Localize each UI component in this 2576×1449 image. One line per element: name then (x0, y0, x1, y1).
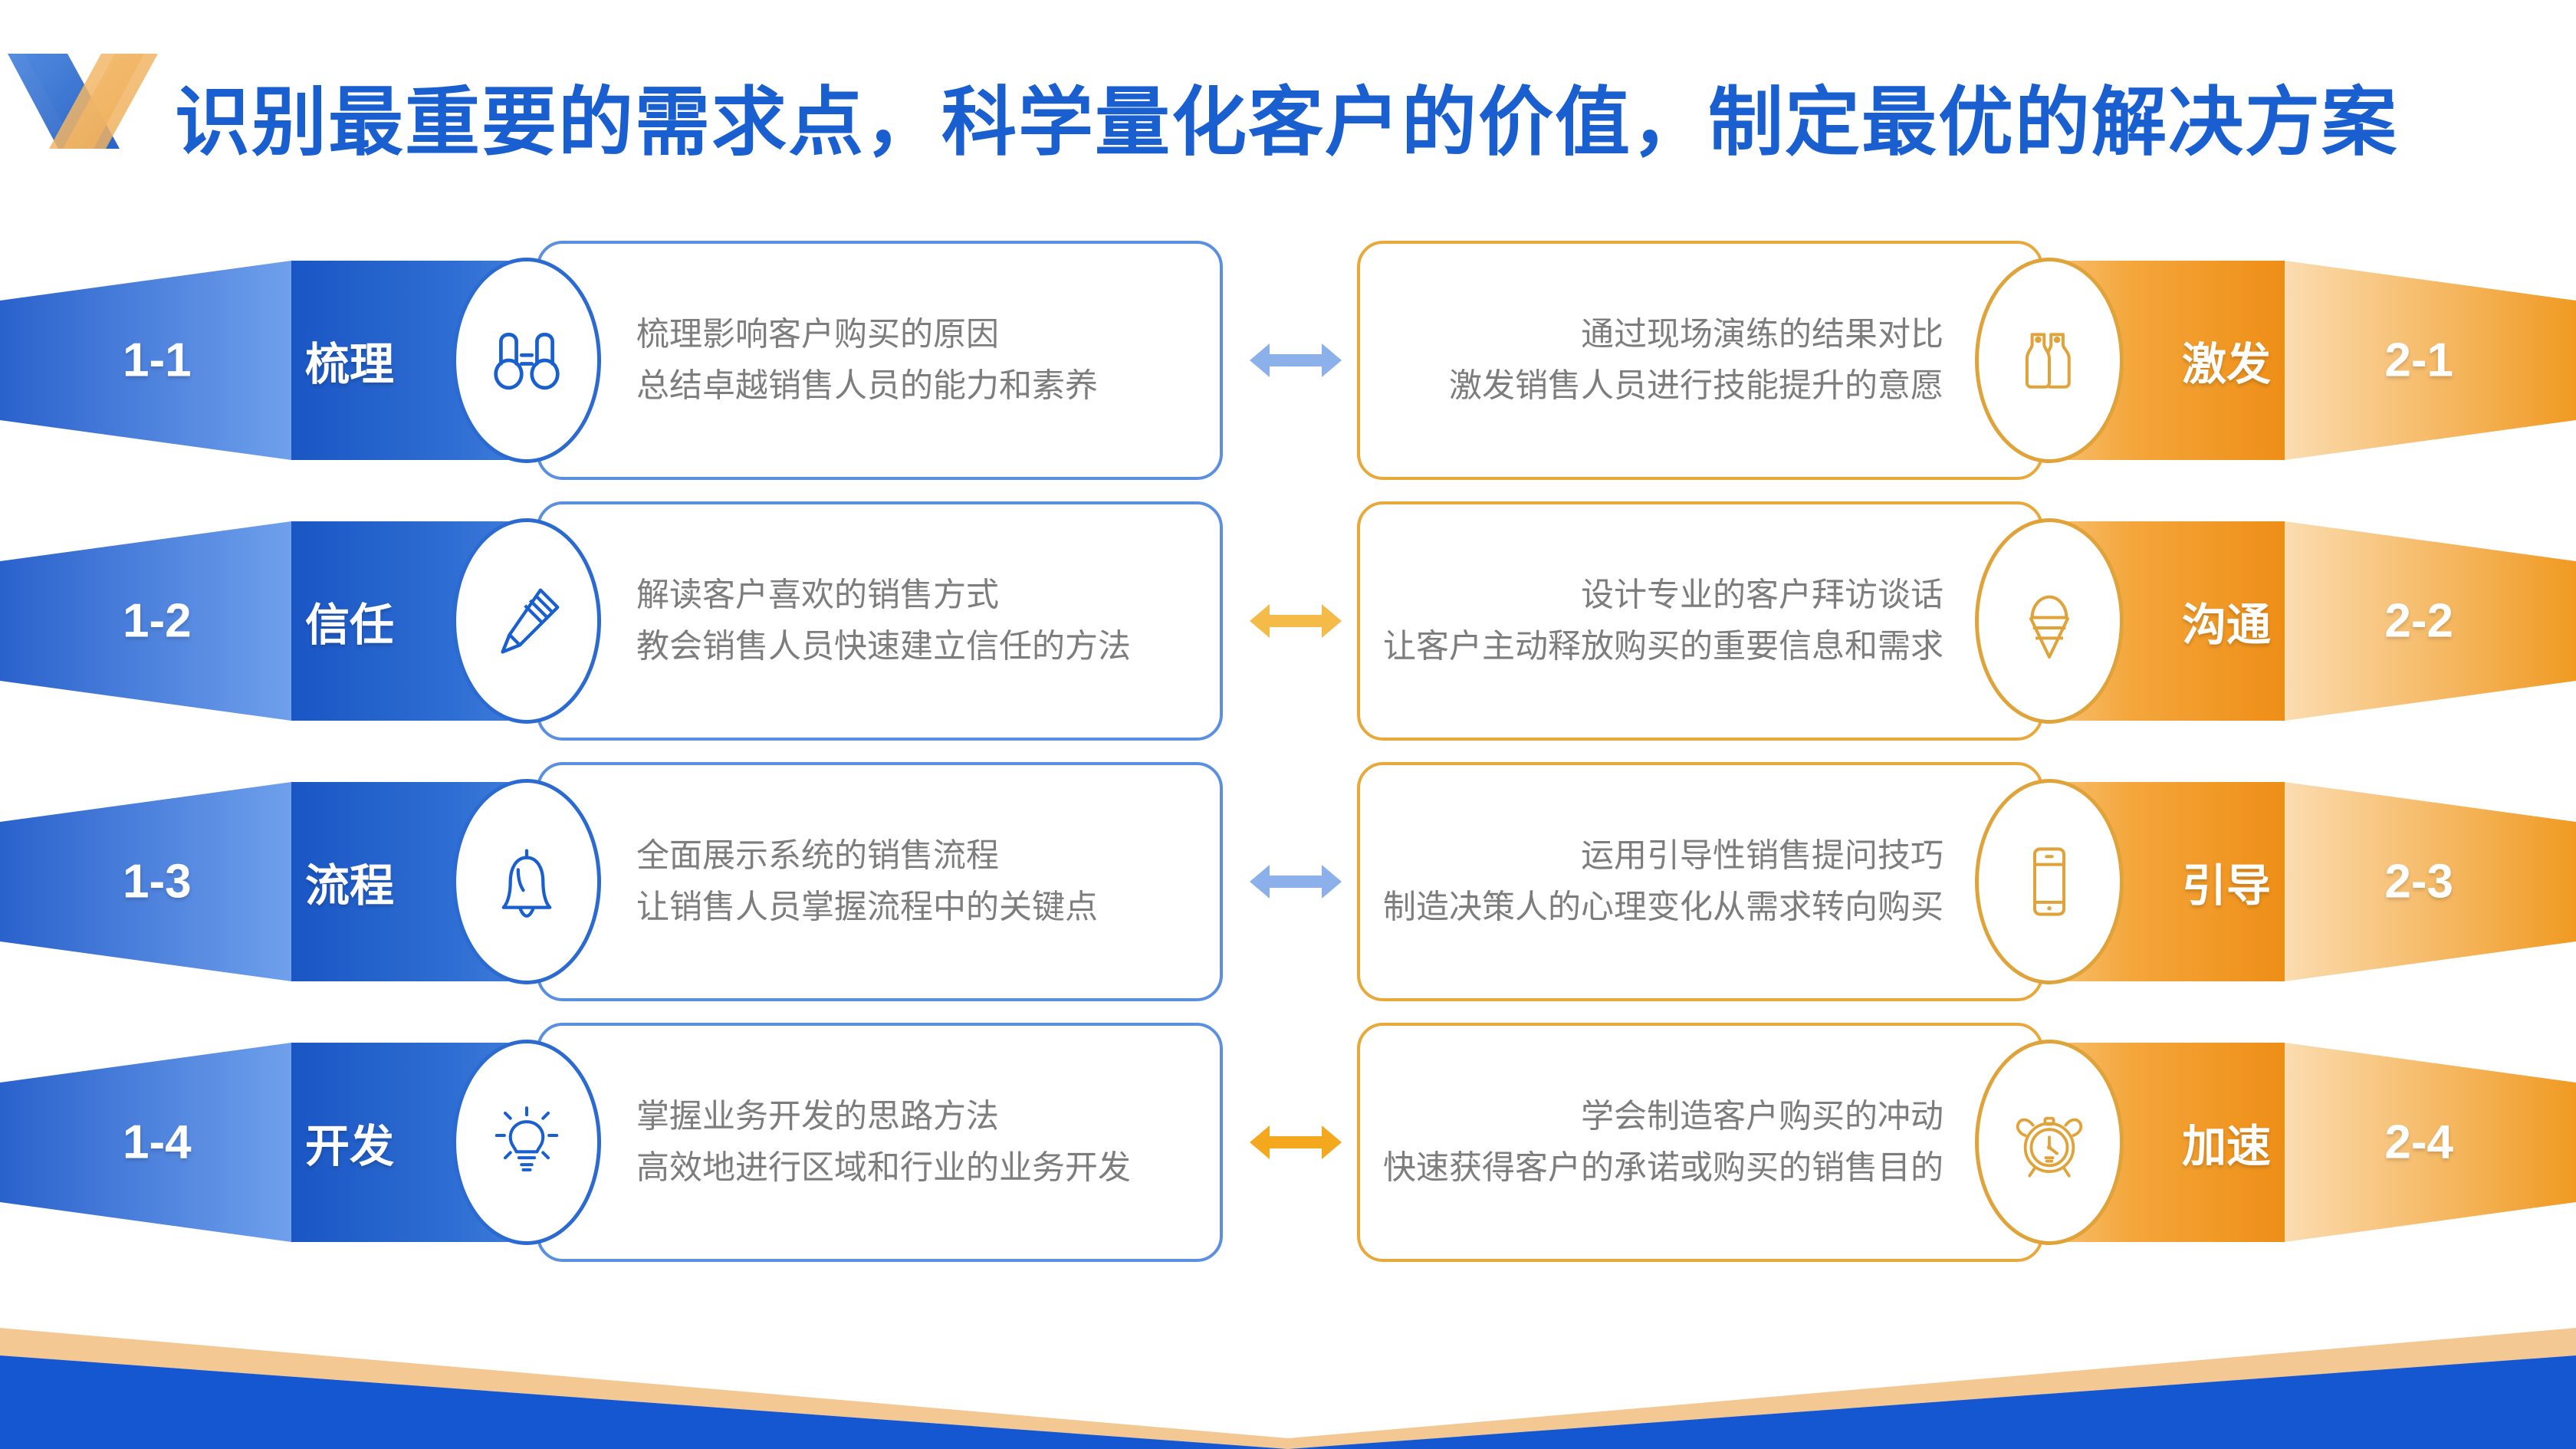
left-label-2: 信任 (305, 600, 395, 650)
right-card-1[interactable]: 通过现场演练的结果对比 激发销售人员进行技能提升的意愿 (1357, 241, 2043, 480)
right-label-4: 加速 (2181, 1122, 2271, 1171)
right-card-1-line-2: 激发销售人员进行技能提升的意愿 (1449, 367, 1944, 404)
left-card-3-line-1: 全面展示系统的销售流程 (636, 837, 999, 875)
bottles-icon (1975, 258, 2124, 463)
right-card-3[interactable]: 运用引导性销售提问技巧 制造决策人的心理变化从需求转向购买 (1357, 762, 2043, 1001)
double-arrow-icon-4 (1250, 1121, 1342, 1164)
right-card-2-line-1: 设计专业的客户拜访谈话 (1581, 577, 1944, 614)
right-card-3-text: 运用引导性销售提问技巧 制造决策人的心理变化从需求转向购买 (1383, 830, 1944, 932)
right-card-4-text: 学会制造客户购买的冲动 快速获得客户的承诺或购买的销售目的 (1383, 1091, 1944, 1193)
mobile-phone-icon (1975, 779, 2124, 984)
right-card-4[interactable]: 学会制造客户购买的冲动 快速获得客户的承诺或购买的销售目的 (1357, 1023, 2043, 1262)
left-number-4: 1-4 (123, 1116, 192, 1169)
right-number-3: 2-3 (2384, 855, 2453, 909)
left-number-1: 1-1 (123, 334, 192, 387)
right-card-4-line-2: 快速获得客户的承诺或购买的销售目的 (1383, 1149, 1944, 1186)
row-2-left-item[interactable]: 1-2 信任 解读客户喜欢的销售方式 教会销售人员快速建立信任的方法 (0, 491, 1288, 751)
row-3-right-item[interactable]: 2-3 引导 运用引导性销售提问技巧 制造决策人的心理变化从需求转向购买 (1288, 751, 2576, 1012)
right-label-3: 引导 (2181, 861, 2271, 911)
left-card-1-text: 梳理影响客户购买的原因 总结卓越销售人员的能力和素养 (636, 309, 1098, 411)
right-label-1: 激发 (2181, 340, 2271, 389)
right-card-2[interactable]: 设计专业的客户拜访谈话 让客户主动释放购买的重要信息和需求 (1357, 501, 2043, 741)
double-arrow-icon-1 (1250, 339, 1342, 382)
x-logo (8, 40, 161, 163)
alarm-clock-icon (1975, 1040, 2124, 1245)
chevron-decoration (0, 1288, 2576, 1449)
right-card-2-line-2: 让客户主动释放购买的重要信息和需求 (1383, 628, 1944, 665)
left-card-1[interactable]: 梳理影响客户购买的原因 总结卓越销售人员的能力和素养 (537, 241, 1223, 480)
left-card-1-line-2: 总结卓越销售人员的能力和素养 (636, 367, 1098, 404)
double-arrow-icon-3 (1250, 860, 1342, 903)
row-2: 1-2 信任 解读客户喜欢的销售方式 教会销售人员快速建立信任的方法 (0, 491, 2576, 751)
left-label-1: 梳理 (305, 340, 395, 389)
left-card-1-line-1: 梳理影响客户购买的原因 (636, 316, 999, 353)
row-4: 1-4 开发 掌握业务开发的思路方法 高效地进行区域和行业的业务开发 (0, 1012, 2576, 1273)
page-title: 识别最重要的需求点，科学量化客户的价值，制定最优的解决方案 (175, 80, 2399, 164)
bell-icon (452, 779, 601, 984)
left-card-4-line-1: 掌握业务开发的思路方法 (636, 1098, 999, 1135)
row-1-right-item[interactable]: 2-1 激发 通过现场演练的结果对比 激发销售人员进行技能提升的意愿 (1288, 230, 2576, 491)
left-card-4-line-2: 高效地进行区域和行业的业务开发 (636, 1149, 1131, 1186)
left-card-2-text: 解读客户喜欢的销售方式 教会销售人员快速建立信任的方法 (636, 570, 1131, 672)
left-card-3[interactable]: 全面展示系统的销售流程 让销售人员掌握流程中的关键点 (537, 762, 1223, 1001)
right-number-4: 2-4 (2384, 1116, 2453, 1169)
right-number-1: 2-1 (2384, 334, 2453, 387)
left-label-4: 开发 (305, 1122, 395, 1171)
left-card-2-line-1: 解读客户喜欢的销售方式 (636, 577, 999, 614)
double-arrow-icon-2 (1250, 600, 1342, 642)
right-label-2: 沟通 (2181, 600, 2271, 650)
row-2-right-item[interactable]: 2-2 沟通 设计专业的客户拜访谈话 让客户主动释放购买的重要信息和需求 (1288, 491, 2576, 751)
row-4-left-item[interactable]: 1-4 开发 掌握业务开发的思路方法 高效地进行区域和行业的业务开发 (0, 1012, 1288, 1273)
left-label-3: 流程 (305, 861, 395, 911)
row-4-right-item[interactable]: 2-4 加速 学会制造客户购买的冲动 快速获得客户的承诺或购买的销售目的 (1288, 1012, 2576, 1273)
left-card-2[interactable]: 解读客户喜欢的销售方式 教会销售人员快速建立信任的方法 (537, 501, 1223, 741)
row-1-left-item[interactable]: 1-1 梳理 梳理影响客户购买的原因 总结卓越销售人员的能力和素养 (0, 230, 1288, 491)
row-3-left-item[interactable]: 1-3 流程 全面展示系统的销售流程 让销售人员掌握流程中的关键点 (0, 751, 1288, 1012)
left-card-3-line-2: 让销售人员掌握流程中的关键点 (636, 889, 1098, 925)
binoculars-icon (452, 258, 601, 463)
right-card-2-text: 设计专业的客户拜访谈话 让客户主动释放购买的重要信息和需求 (1383, 570, 1944, 672)
left-number-2: 1-2 (123, 594, 192, 648)
right-number-2: 2-2 (2384, 594, 2453, 648)
ice-cream-cone-icon (1975, 518, 2124, 724)
pencil-icon (452, 518, 601, 724)
left-card-2-line-2: 教会销售人员快速建立信任的方法 (636, 628, 1131, 665)
left-number-3: 1-3 (123, 855, 192, 909)
right-card-3-line-1: 运用引导性销售提问技巧 (1581, 837, 1944, 875)
lightbulb-icon (452, 1040, 601, 1245)
row-3: 1-3 流程 全面展示系统的销售流程 让销售人员掌握流程中的关键点 (0, 751, 2576, 1012)
right-card-1-line-1: 通过现场演练的结果对比 (1581, 316, 1944, 353)
left-card-4-text: 掌握业务开发的思路方法 高效地进行区域和行业的业务开发 (636, 1091, 1131, 1193)
right-card-3-line-2: 制造决策人的心理变化从需求转向购买 (1383, 889, 1944, 925)
row-1: 1-1 梳理 梳理影响客户购买的原因 总结卓越销售人员的能力和素养 (0, 230, 2576, 491)
left-card-4[interactable]: 掌握业务开发的思路方法 高效地进行区域和行业的业务开发 (537, 1023, 1223, 1262)
left-card-3-text: 全面展示系统的销售流程 让销售人员掌握流程中的关键点 (636, 830, 1098, 932)
right-card-4-line-1: 学会制造客户购买的冲动 (1581, 1098, 1944, 1135)
right-card-1-text: 通过现场演练的结果对比 激发销售人员进行技能提升的意愿 (1449, 309, 1944, 411)
